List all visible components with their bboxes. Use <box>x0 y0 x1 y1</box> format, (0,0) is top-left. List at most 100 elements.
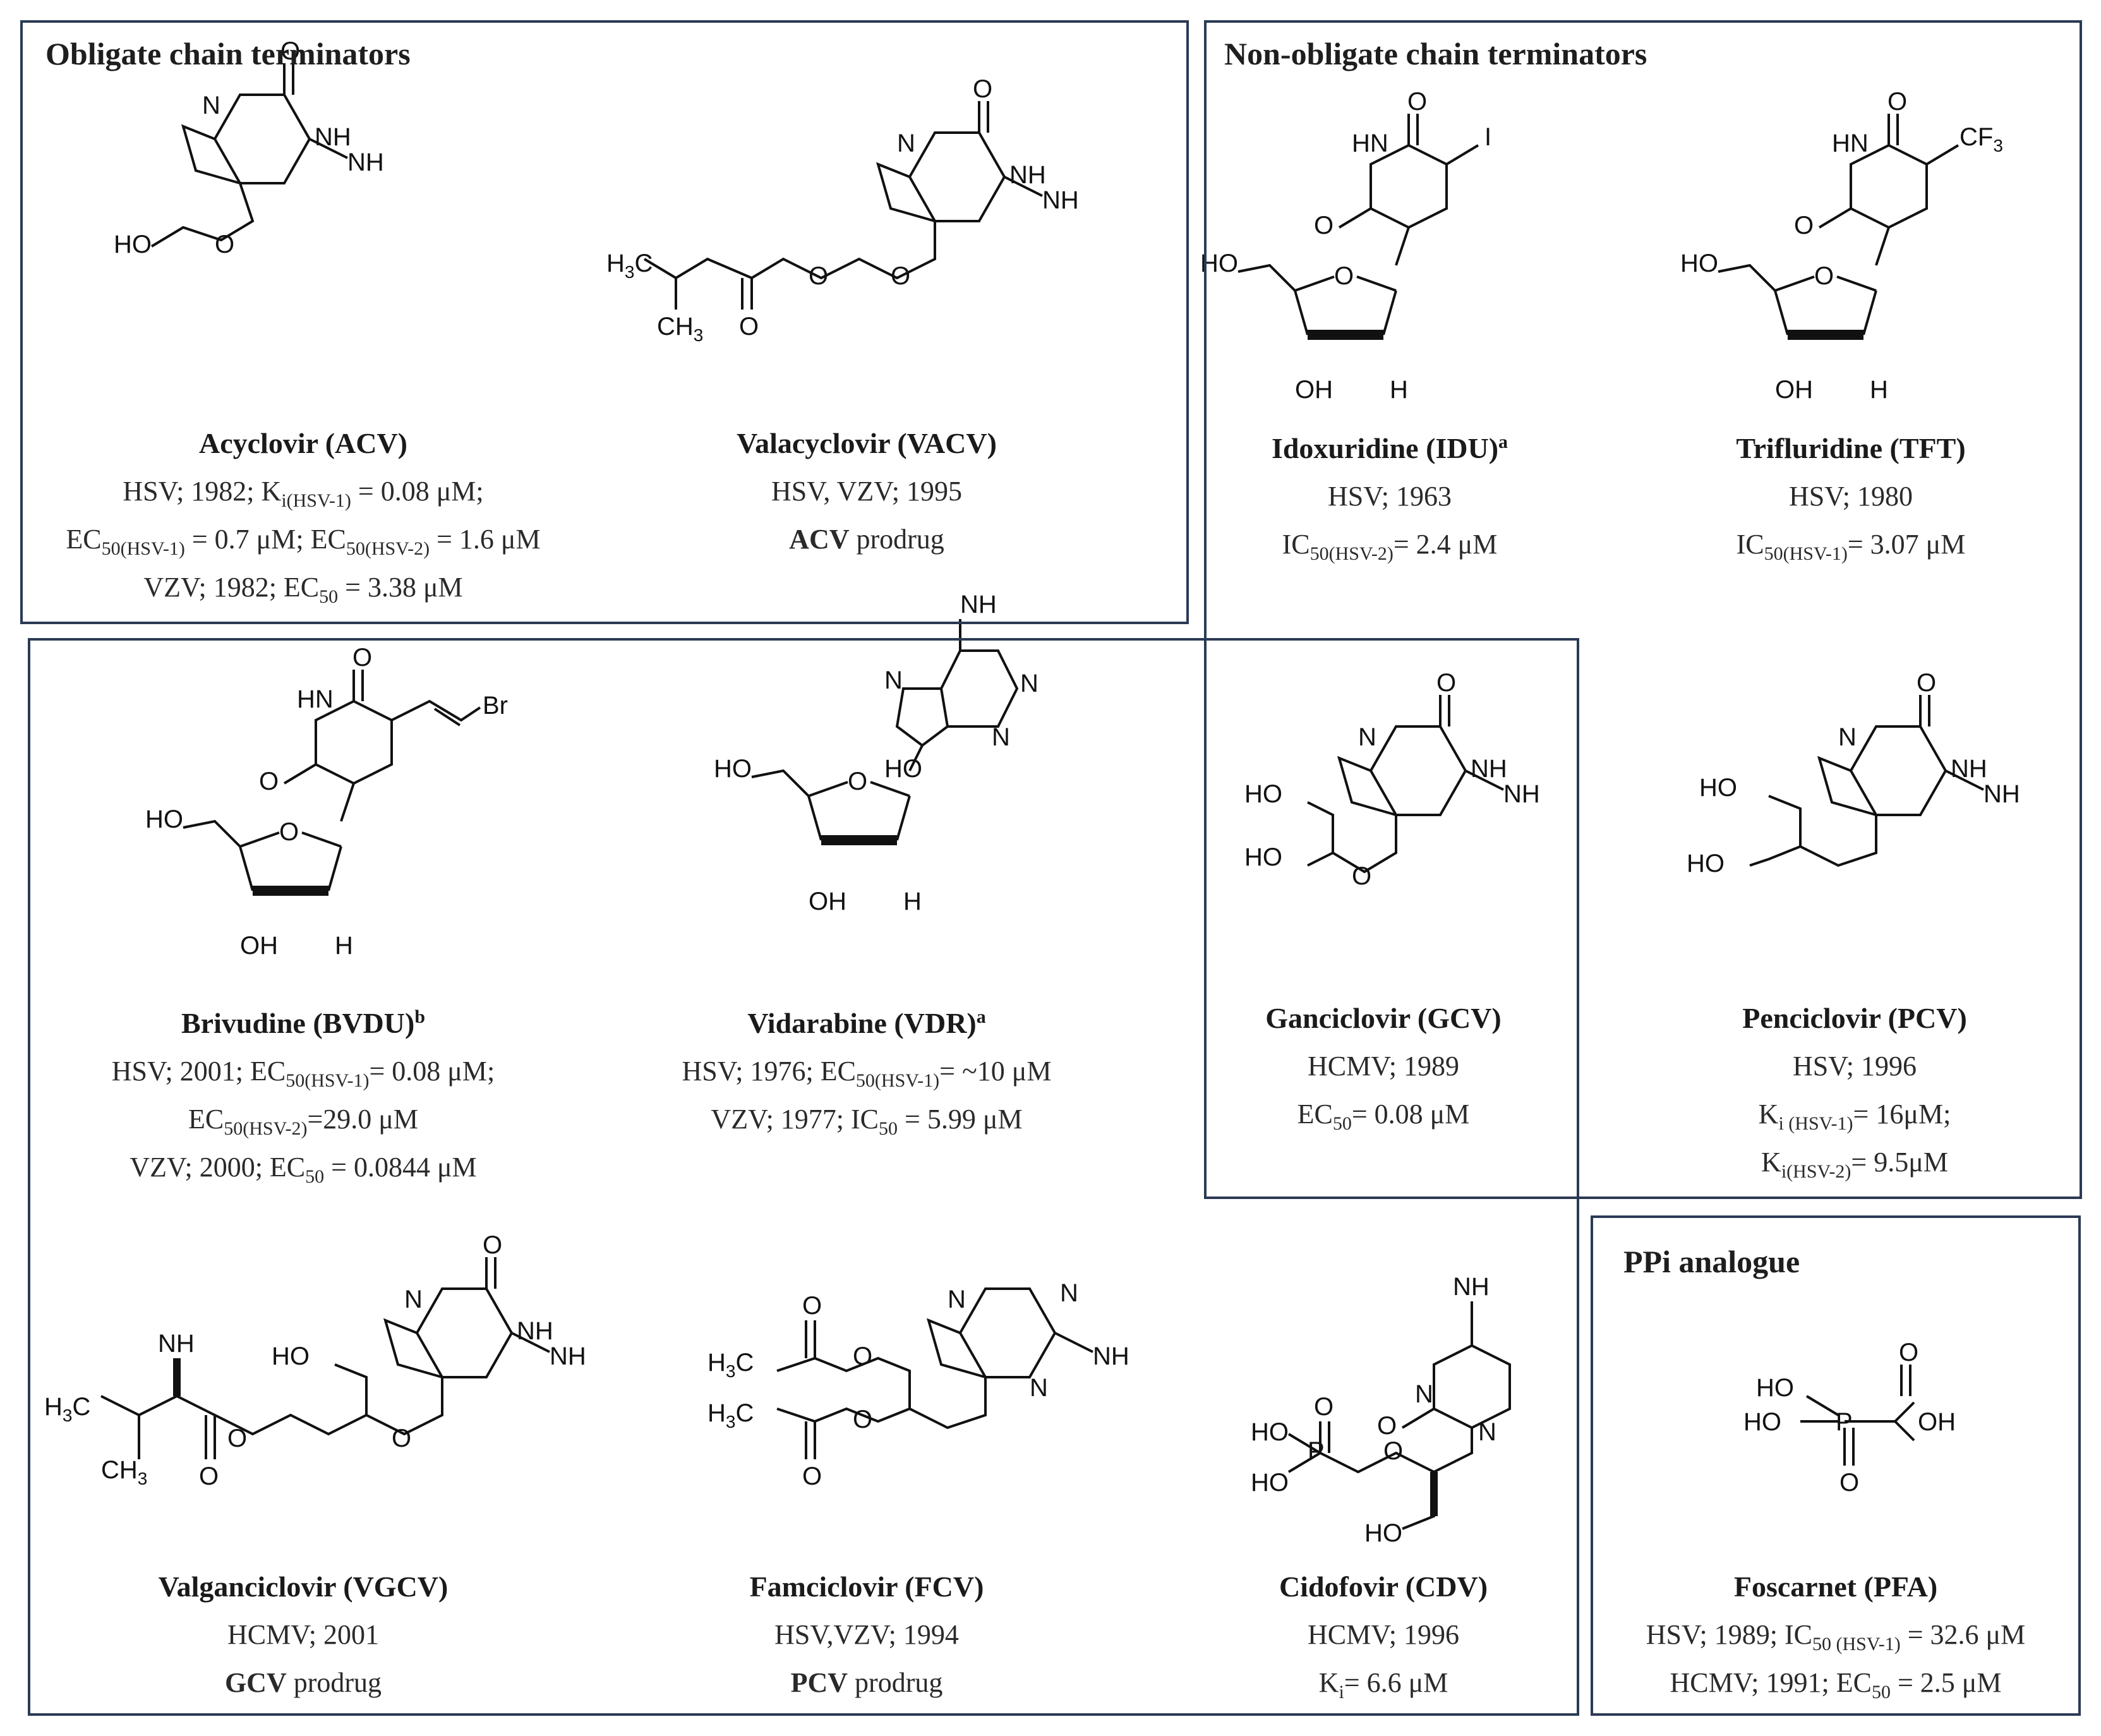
svg-text:OH: OH <box>240 932 278 960</box>
ganciclovir-structure: O NH NH N O HO HO <box>1244 669 1540 890</box>
cidofovir-name: Cidofovir (CDV) <box>1279 1570 1488 1603</box>
svg-text:NH: NH <box>960 591 997 618</box>
svg-text:O: O <box>1314 212 1333 239</box>
svg-text:H: H <box>903 888 922 915</box>
svg-text:N: N <box>404 1286 423 1313</box>
ganciclovir-caption: Ganciclovir (GCV) HCMV; 1989 EC50= 0.08 … <box>1265 994 1501 1138</box>
trifluridine-structure: O HN O CF3 O HO OH H <box>1680 88 2003 404</box>
svg-text:HO: HO <box>1251 1418 1289 1446</box>
lower-panel <box>28 638 1579 1716</box>
svg-text:N: N <box>1838 723 1857 751</box>
svg-text:O: O <box>352 644 372 672</box>
svg-text:O: O <box>809 262 828 290</box>
svg-text:O: O <box>1917 669 1936 697</box>
svg-text:O: O <box>853 1406 872 1433</box>
svg-text:HO: HO <box>1743 1408 1781 1436</box>
svg-text:O: O <box>279 818 299 846</box>
svg-text:N: N <box>992 723 1010 751</box>
penciclovir-caption: Penciclovir (PCV) HSV; 1996 Ki (HSV-1)= … <box>1742 994 1967 1186</box>
foscarnet-caption: Foscarnet (PFA) HSV; 1989; IC50 (HSV-1) … <box>1646 1563 2025 1707</box>
svg-text:HO: HO <box>1687 850 1725 877</box>
svg-text:N: N <box>897 130 915 157</box>
svg-text:CF3: CF3 <box>1960 123 2003 155</box>
svg-text:O: O <box>227 1425 247 1452</box>
svg-text:NH: NH <box>517 1317 553 1345</box>
brivudine-structure: O HN O Br O HO OH H <box>145 644 508 960</box>
svg-text:OH: OH <box>1918 1408 1956 1436</box>
svg-text:O: O <box>973 75 992 103</box>
acyclovir-name: Acyclovir (ACV) <box>199 427 407 459</box>
svg-text:O: O <box>802 1462 822 1490</box>
section-title-obligate: Obligate chain terminators <box>45 36 411 71</box>
section-title-ppi: PPi analogue <box>1623 1244 1800 1279</box>
svg-text:O: O <box>392 1425 411 1452</box>
penciclovir-name: Penciclovir (PCV) <box>1742 1002 1967 1034</box>
foscarnet-structure: P HO HO O O OH <box>1743 1339 1956 1497</box>
svg-text:N: N <box>1478 1418 1496 1446</box>
trifluridine-caption: Trifluridine (TFT) HSV; 1980 IC50(HSV-1)… <box>1736 425 1965 569</box>
svg-text:O: O <box>1436 669 1456 697</box>
svg-text:O: O <box>1794 212 1814 239</box>
acyclovir-caption: Acyclovir (ACV) HSV; 1982; Ki(HSV-1) = 0… <box>66 419 540 612</box>
svg-text:NH: NH <box>1503 780 1540 808</box>
idoxuridine-caption: Idoxuridine (IDU)a HSV; 1963 IC50(HSV-2)… <box>1272 425 1508 569</box>
svg-text:O: O <box>853 1342 872 1370</box>
svg-text:HN: HN <box>297 685 334 713</box>
svg-text:HO: HO <box>1364 1519 1402 1547</box>
svg-text:NH: NH <box>1042 186 1079 214</box>
penciclovir-structure: O NH NH N HO HO <box>1687 669 2020 877</box>
svg-text:P: P <box>1308 1437 1325 1465</box>
vidarabine-name: Vidarabine (VDR)a <box>747 1006 986 1039</box>
svg-text:H: H <box>335 932 353 960</box>
svg-text:O: O <box>891 262 910 290</box>
vidarabine-caption: Vidarabine (VDR)a HSV; 1976; EC50(HSV-1)… <box>682 999 1051 1143</box>
svg-text:HO: HO <box>1699 774 1737 802</box>
svg-text:NH: NH <box>315 123 351 151</box>
svg-text:NH: NH <box>347 148 384 176</box>
svg-text:HO: HO <box>114 231 152 258</box>
svg-text:O: O <box>215 231 234 258</box>
idoxuridine-name: Idoxuridine (IDU)a <box>1271 431 1508 464</box>
svg-text:O: O <box>1383 1437 1403 1465</box>
svg-text:N: N <box>1358 723 1376 751</box>
foscarnet-name: Foscarnet (PFA) <box>1733 1570 1938 1603</box>
svg-text:HN: HN <box>1352 130 1388 157</box>
svg-text:O: O <box>1899 1339 1918 1366</box>
idoxuridine-structure: O HN O I O HO OH H <box>1200 88 1491 404</box>
svg-text:HO: HO <box>1756 1374 1794 1402</box>
svg-text:O: O <box>1887 88 1907 116</box>
svg-text:OH: OH <box>1775 376 1813 404</box>
svg-text:NH: NH <box>1951 755 1987 783</box>
svg-text:NH: NH <box>158 1330 195 1358</box>
svg-text:N: N <box>948 1286 966 1313</box>
svg-text:HO: HO <box>272 1342 310 1370</box>
svg-text:NH: NH <box>1009 161 1046 189</box>
trifluridine-name: Trifluridine (TFT) <box>1736 432 1966 464</box>
svg-text:O: O <box>1839 1469 1859 1497</box>
svg-text:HO: HO <box>884 755 922 783</box>
svg-text:NH: NH <box>1471 755 1507 783</box>
section-title-non-obligate: Non-obligate chain terminators <box>1224 36 1647 71</box>
svg-text:O: O <box>483 1231 502 1259</box>
cidofovir-structure: NH N O N O P O HO HO HO <box>1251 1273 1511 1547</box>
svg-text:H: H <box>1390 376 1408 404</box>
svg-text:N: N <box>884 666 903 694</box>
svg-text:O: O <box>848 768 867 795</box>
svg-text:O: O <box>280 37 300 65</box>
valacyclovir-name: Valacyclovir (VACV) <box>737 427 997 459</box>
svg-text:NH: NH <box>1093 1342 1129 1370</box>
svg-text:NH: NH <box>550 1342 586 1370</box>
valganciclovir-structure: O NH NH N O O O HO NH H3C CH3 <box>44 1231 586 1490</box>
svg-text:O: O <box>199 1462 219 1490</box>
non-obligate-panel <box>1204 20 2082 1199</box>
valacyclovir-caption: Valacyclovir (VACV) HSV, VZV; 1995 ACV p… <box>737 419 997 564</box>
svg-text:N: N <box>1030 1374 1048 1402</box>
famciclovir-caption: Famciclovir (FCV) HSV,VZV; 1994 PCV prod… <box>750 1563 984 1707</box>
svg-text:N: N <box>1060 1279 1078 1307</box>
svg-text:HO: HO <box>714 755 752 783</box>
svg-text:HO: HO <box>1200 250 1238 277</box>
svg-text:NH: NH <box>1984 780 2020 808</box>
brivudine-caption: Brivudine (BVDU)b HSV; 2001; EC50(HSV-1)… <box>112 999 495 1191</box>
obligate-panel <box>20 20 1189 624</box>
